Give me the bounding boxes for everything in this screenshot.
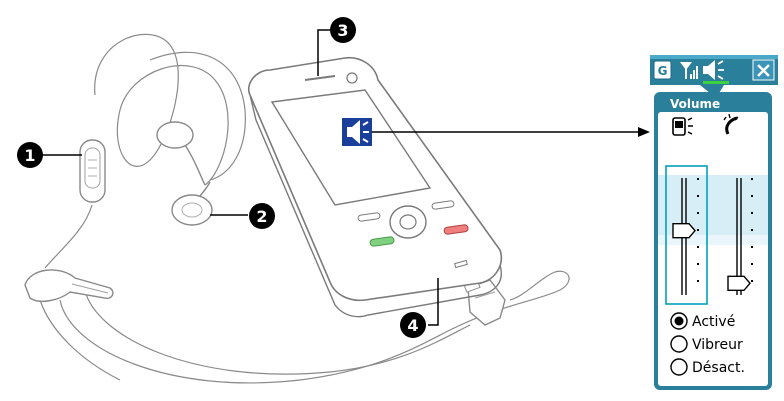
sync-connector-plug [463, 279, 506, 326]
headset-illustration [39, 33, 570, 384]
radio-label-vibrate: Vibreur [692, 337, 743, 353]
signal-icon[interactable] [680, 62, 698, 79]
close-icon[interactable] [752, 59, 775, 81]
headset-cable-lower [44, 204, 93, 269]
radio-label-off: Désact. [692, 360, 745, 376]
system-volume-slider-frame [665, 165, 708, 305]
headset-cable-long-2 [84, 289, 471, 375]
radio-label-active: Activé [692, 314, 735, 330]
system-ticks [697, 178, 699, 282]
ringer-volume-slider[interactable] [727, 178, 753, 295]
callout-2-label: 2 [256, 207, 267, 226]
ringer-volume-thumb[interactable] [727, 275, 751, 291]
callout-3: 3 [317, 17, 356, 76]
phone-screen [270, 89, 432, 206]
radio-option-vibrate[interactable]: Vibreur [670, 335, 743, 353]
earbud-left [156, 121, 206, 186]
callout-1: 1 [17, 142, 82, 168]
headset-cable-loop-left [94, 33, 229, 186]
callout-4-label: 4 [407, 316, 418, 335]
earbud-right [171, 181, 213, 226]
system-volume-slider[interactable] [672, 178, 699, 295]
phone-ring-icon [723, 113, 739, 135]
ringer-ticks [751, 178, 753, 282]
phone-end-key [443, 224, 469, 235]
device-speaker-icon [672, 117, 693, 136]
phone-call-key [369, 236, 395, 247]
volume-title: Volume [670, 97, 720, 111]
system-volume-thumb[interactable] [672, 222, 696, 239]
callout-3-label: 3 [337, 21, 348, 40]
radio-option-active[interactable]: Activé [670, 312, 735, 330]
phone-illustration [248, 56, 502, 318]
speaker-icon[interactable] [703, 60, 729, 84]
volume-window: G Volume [650, 55, 778, 390]
speaker-indicator-icon [342, 118, 372, 146]
callout-2: 2 [210, 203, 275, 229]
connector-arrow [372, 127, 650, 137]
headset-cable-loop-right [149, 51, 246, 181]
callout-1-label: 1 [24, 146, 35, 165]
radio-option-off[interactable]: Désact. [670, 358, 745, 376]
callout-4: 4 [400, 278, 439, 338]
headset-clip [24, 269, 114, 302]
headset-controller [79, 139, 106, 203]
svg-text:G: G [658, 64, 668, 78]
g-icon[interactable]: G [653, 60, 672, 80]
headset-cable-long [59, 270, 570, 384]
